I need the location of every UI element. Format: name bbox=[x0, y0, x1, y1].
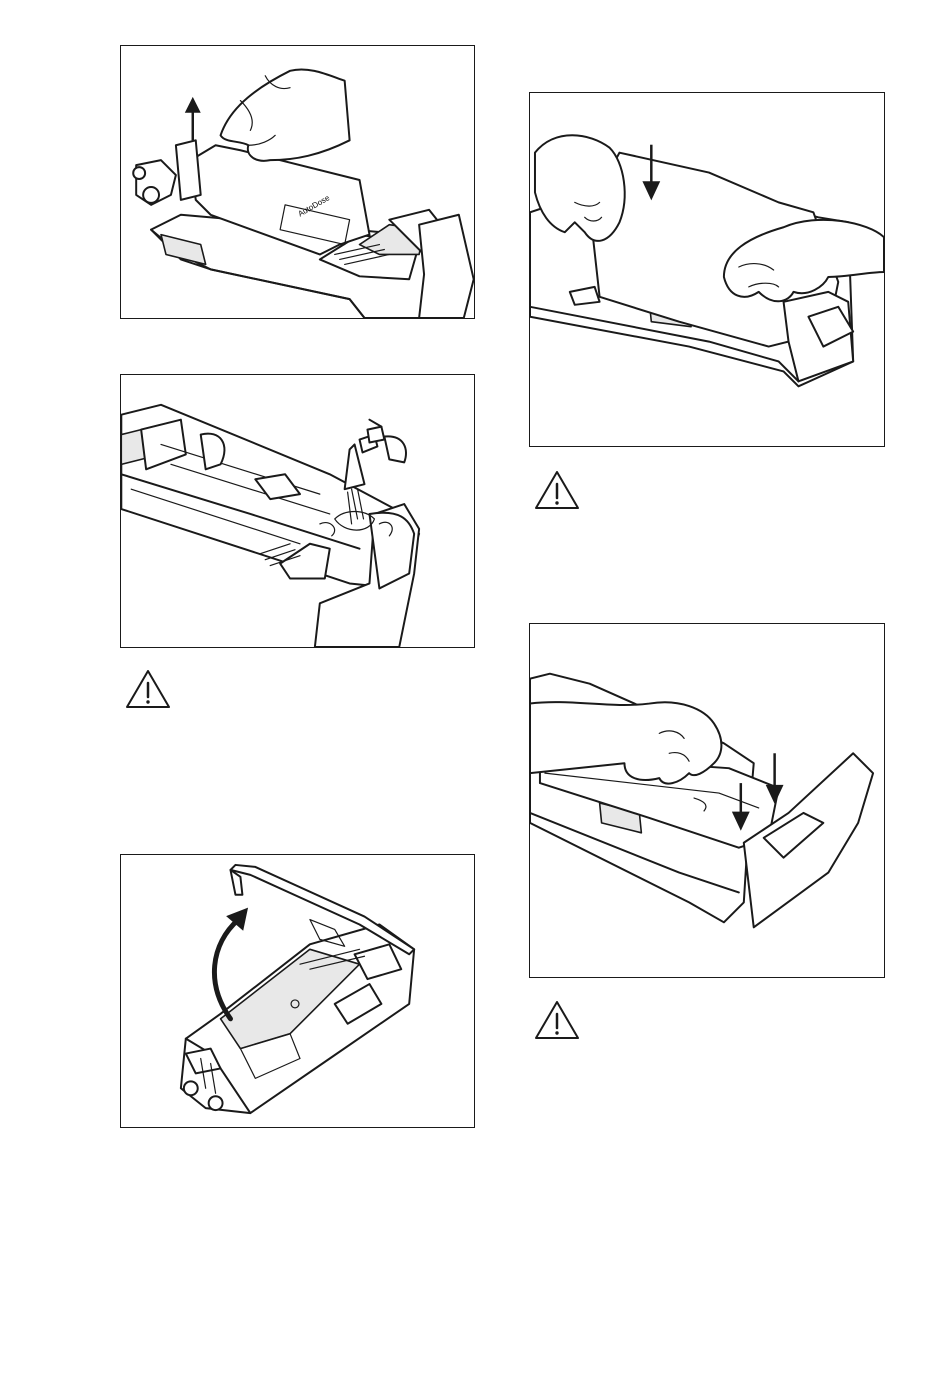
warning-triangle-icon bbox=[124, 668, 172, 710]
figure-rinse-drawer bbox=[120, 374, 475, 648]
figure-remove-container: AutoDose bbox=[120, 45, 475, 319]
figure-insert-container bbox=[529, 92, 885, 447]
warning-icon-2 bbox=[533, 469, 581, 511]
illustration-insert-container bbox=[530, 93, 884, 446]
illustration-rinse-drawer bbox=[121, 375, 474, 647]
figure-open-lid bbox=[120, 854, 475, 1128]
warning-triangle-icon bbox=[533, 999, 581, 1041]
warning-triangle-icon bbox=[533, 469, 581, 511]
warning-icon-3 bbox=[533, 999, 581, 1041]
illustration-remove-container: AutoDose bbox=[121, 46, 474, 318]
warning-icon-1 bbox=[124, 668, 172, 710]
illustration-open-lid bbox=[121, 855, 474, 1127]
illustration-press-container bbox=[530, 624, 884, 977]
tap-icon bbox=[345, 420, 406, 489]
figure-press-container bbox=[529, 623, 885, 978]
